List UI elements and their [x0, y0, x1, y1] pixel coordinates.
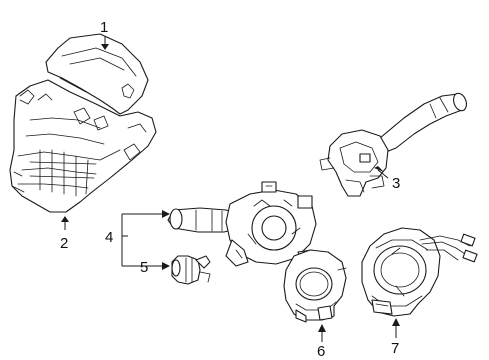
spiral-ring-drawing: [283, 249, 347, 323]
callout-7: 7: [391, 340, 399, 357]
sensor-switch-drawing: [171, 255, 211, 285]
callout-3: 3: [392, 175, 400, 192]
leader-lines: [61, 36, 400, 342]
column-cover-drawing: [9, 33, 157, 213]
callout-1: 1: [100, 19, 108, 36]
callout-6: 6: [317, 343, 325, 360]
callout-2: 2: [60, 235, 68, 252]
wiper-switch-drawing: [319, 92, 467, 197]
combination-switch-drawing: [167, 181, 319, 267]
callout-4: 4: [105, 229, 113, 246]
clock-spring-drawing: [361, 227, 478, 317]
callout-5: 5: [140, 259, 148, 276]
